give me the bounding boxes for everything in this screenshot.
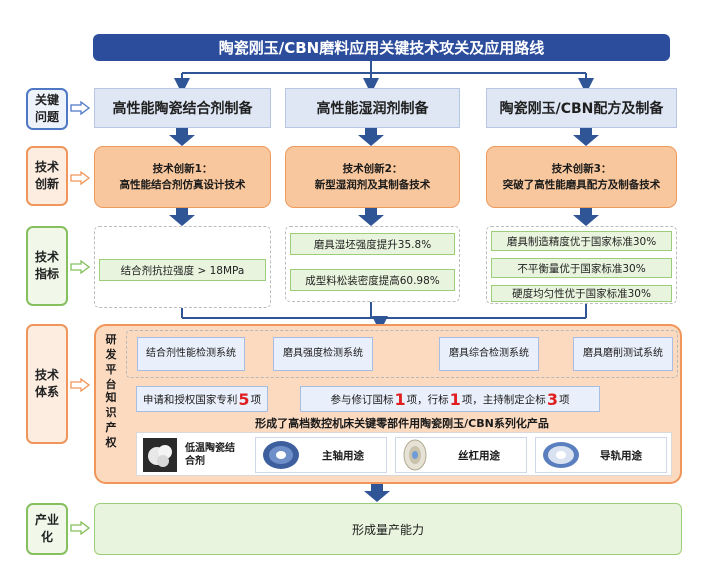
section-label-text: 技术体系 <box>34 368 59 399</box>
section-label-system: 技术体系 <box>26 324 68 444</box>
platform-system: 磨具磨削测试系统 <box>573 337 673 371</box>
section-label-industry: 产业化 <box>26 503 68 555</box>
section-label-text: 技术创新 <box>34 160 59 191</box>
tech-system-panel: 研发平台 知识产权 结合剂性能检测系统 磨具强度检测系统 磨具综合检测系统 磨具… <box>94 324 682 484</box>
platform-system: 结合剂性能检测系统 <box>137 337 245 371</box>
standards-text: 项，主持制定企标 <box>461 393 546 406</box>
metrics-group-1: 结合剂抗拉强度 > 18MPa <box>94 226 271 308</box>
industry-box: 形成量产能力 <box>94 503 682 555</box>
innovation-title: 技术创新1： <box>152 163 213 175</box>
product-label: 导轨用途 <box>600 449 642 462</box>
metric-item: 结合剂抗拉强度 > 18MPa <box>99 259 266 281</box>
innovation-title: 技术创新3： <box>551 163 612 175</box>
standards-text: 参与修订国标 <box>330 393 394 406</box>
product-item-rail: 导轨用途 <box>535 437 667 473</box>
innovation-title: 技术创新2： <box>342 163 403 175</box>
metric-item: 不平衡量优于国家标准30% <box>491 258 672 278</box>
section-label-text: 技术指标 <box>34 250 59 281</box>
product-row: 低温陶瓷结合剂 主轴用途 丝杠用途 导轨用途 <box>136 432 672 476</box>
metric-item: 磨具湿坯强度提升35.8% <box>290 233 455 255</box>
products-title: 形成了高档数控机床关键零部件用陶瓷刚玉/CBN系列化产品 <box>255 417 549 430</box>
block-arrow-down <box>169 208 195 226</box>
ip-label: 知识产权 <box>105 391 117 449</box>
grinding-wheel-icon <box>543 442 579 468</box>
outline-arrow-right <box>70 101 90 115</box>
problem-box-2: 高性能湿润剂制备 <box>285 88 460 128</box>
product-label: 主轴用途 <box>322 449 364 462</box>
outline-arrow-right <box>70 171 90 185</box>
standards-text: 项，行标 <box>406 393 449 406</box>
platform-system: 磨具强度检测系统 <box>273 337 373 371</box>
metric-item: 硬度均匀性优于国家标准30% <box>491 285 672 302</box>
patent-count: 5 <box>238 389 250 409</box>
block-arrow-down <box>573 128 599 146</box>
innovation-box-1: 技术创新1： 高性能结合剂仿真设计技术 <box>94 146 271 208</box>
innovation-box-3: 技术创新3： 突破了高性能磨具配方及制备技术 <box>486 146 677 208</box>
problem-box-3: 陶瓷刚玉/CBN配方及制备 <box>486 88 677 128</box>
patent-post: 项 <box>250 393 262 406</box>
block-arrow-down <box>364 484 390 502</box>
section-label-innovation: 技术创新 <box>26 146 68 206</box>
metric-item: 磨具制造精度优于国家标准30% <box>491 231 672 251</box>
product-item-binder: 低温陶瓷结合剂 <box>143 437 253 473</box>
innovation-box-2: 技术创新2： 新型湿润剂及其制备技术 <box>285 146 460 208</box>
standards-count: 1 <box>394 389 406 409</box>
outline-arrow-right <box>70 378 90 392</box>
product-label: 丝杠用途 <box>458 449 500 462</box>
binder-powder-icon <box>143 438 177 472</box>
section-label-metrics: 技术指标 <box>26 226 68 306</box>
patent-pre: 申请和授权国家专利 <box>142 393 238 406</box>
platform-row: 结合剂性能检测系统 磨具强度检测系统 磨具综合检测系统 磨具磨削测试系统 <box>126 330 678 378</box>
grinding-wheel-icon <box>263 441 299 469</box>
block-arrow-down <box>169 128 195 146</box>
standards-count: 1 <box>449 389 461 409</box>
grinding-wheel-icon <box>403 439 427 471</box>
standards-count: 3 <box>546 389 558 409</box>
metrics-group-3: 磨具制造精度优于国家标准30% 不平衡量优于国家标准30% 硬度均匀性优于国家标… <box>486 226 677 304</box>
page-title: 陶瓷刚玉/CBN磨料应用关键技术攻关及应用路线 <box>93 34 670 61</box>
block-arrow-down <box>358 128 384 146</box>
platform-system: 磨具综合检测系统 <box>439 337 539 371</box>
problem-box-1: 高性能陶瓷结合剂制备 <box>94 88 271 128</box>
product-item-spindle: 主轴用途 <box>255 437 387 473</box>
product-item-screw: 丝杠用途 <box>395 437 527 473</box>
outline-arrow-right <box>70 260 90 274</box>
standards-text: 项 <box>558 393 570 406</box>
metric-item: 成型料松装密度提高60.98% <box>290 269 455 291</box>
metrics-group-2: 磨具湿坯强度提升35.8% 成型料松装密度提高60.98% <box>285 226 460 302</box>
innovation-desc: 高性能结合剂仿真设计技术 <box>119 179 246 191</box>
innovation-desc: 新型湿润剂及其制备技术 <box>314 179 431 191</box>
outline-arrow-right <box>70 521 90 535</box>
block-arrow-down <box>573 208 599 226</box>
block-arrow-down <box>358 208 384 226</box>
section-label-text: 产业化 <box>34 513 59 544</box>
section-label-text: 关键问题 <box>34 93 59 124</box>
section-label-problem: 关键问题 <box>26 88 68 130</box>
product-label: 低温陶瓷结合剂 <box>185 443 235 467</box>
innovation-desc: 突破了高性能磨具配方及制备技术 <box>502 179 661 191</box>
platform-label: 研发平台 <box>105 333 117 391</box>
